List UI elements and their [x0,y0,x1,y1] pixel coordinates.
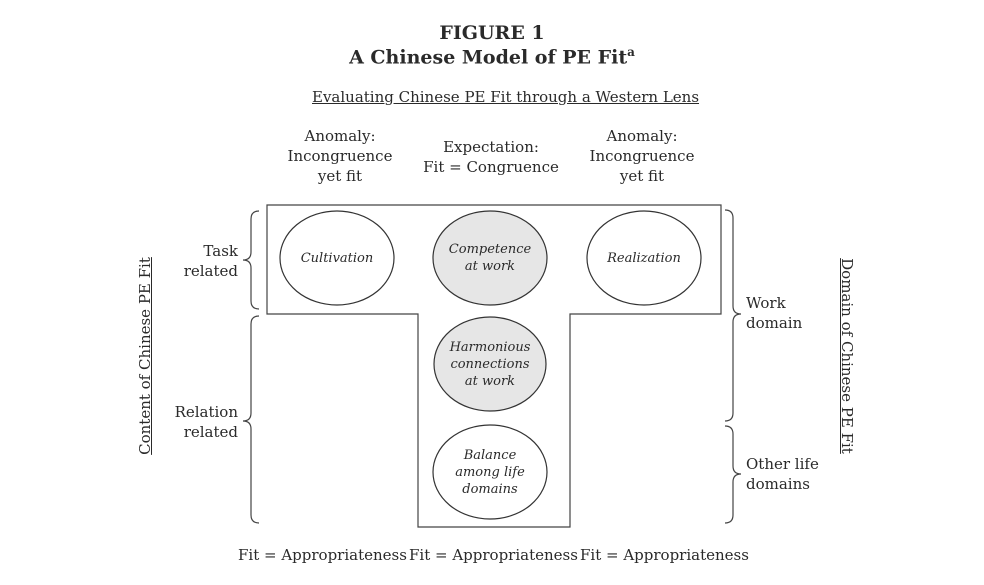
task-related-label: Task related [183,242,238,280]
relation-brace [242,315,260,524]
lens-heading: Evaluating Chinese PE Fit through a West… [312,88,700,106]
harmonious-ellipse [433,316,547,412]
figure-title: A Chinese Model of PE Fita [0,45,984,68]
figure-title-text: A Chinese Model of PE Fit [349,46,628,69]
column-header-left: Anomaly: Incongruence yet fit [287,127,393,185]
task-brace [242,210,260,310]
footer-fit-middle: Fit = Appropriateness [409,546,578,564]
relation-related-label: Relation related [174,403,238,441]
competence-ellipse [432,210,548,306]
column-header-middle: Expectation: Fit = Congruence [423,138,559,176]
domain-axis-label: Domain of Chinese PE Fit [838,258,856,454]
t-shape-outline [266,204,722,528]
footer-fit-left: Fit = Appropriateness [238,546,407,564]
column-header-right: Anomaly: Incongruence yet fit [589,127,695,185]
work-brace [724,209,742,422]
realization-ellipse [586,210,702,306]
balance-ellipse [432,424,548,520]
figure-title-footnote-mark: a [627,45,635,59]
harmonious-label: Harmonious connections at work [449,339,531,389]
competence-label: Competence at work [448,242,532,274]
cultivation-ellipse [279,210,395,306]
cultivation-label: Cultivation [300,250,374,266]
work-domain-label: Work domain [746,294,803,332]
figure-label: FIGURE 1 [439,22,545,44]
content-axis-label: Content of Chinese PE Fit [136,257,154,455]
footer-fit-right: Fit = Appropriateness [580,546,749,564]
realization-label: Realization [607,250,681,266]
other-domains-brace [724,425,742,524]
other-life-domains-label: Other life domains [746,455,819,493]
balance-label: Balance among life domains [455,447,525,497]
